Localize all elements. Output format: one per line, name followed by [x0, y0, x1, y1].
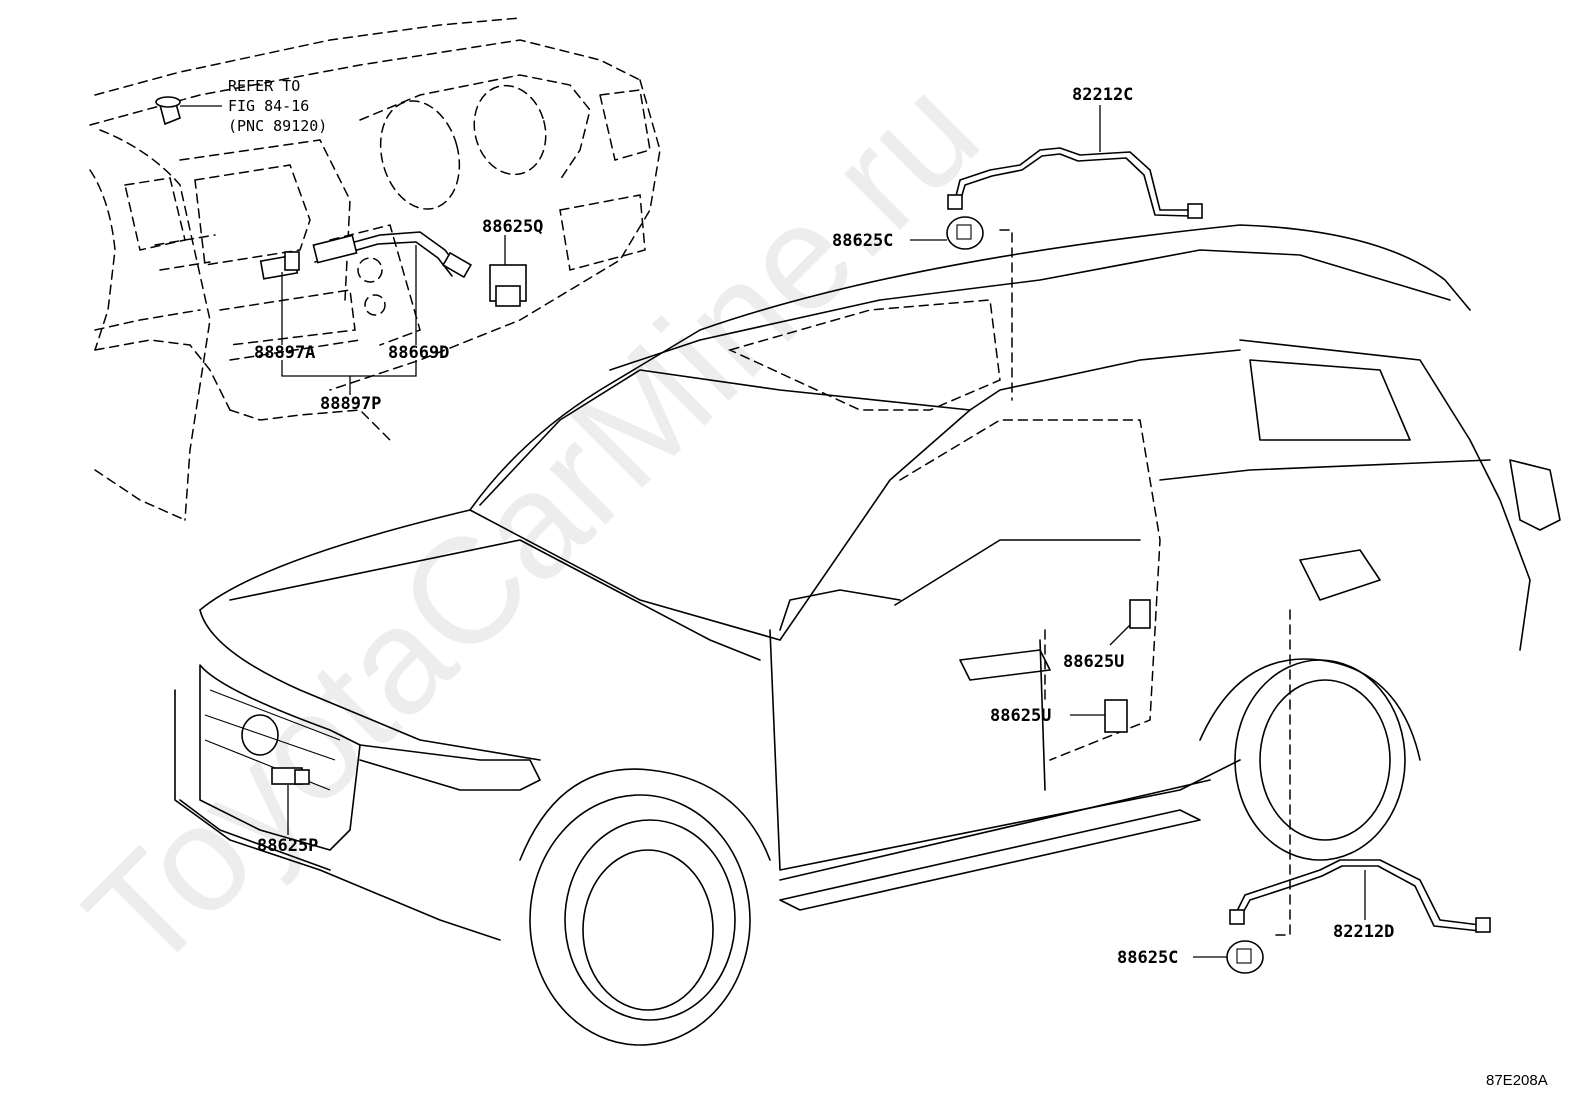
- wire-82212c: [947, 105, 1203, 219]
- label-88669d: 88669D: [388, 343, 449, 363]
- label-88897a: 88897A: [254, 343, 315, 363]
- label-88625u-upper: 88625U: [1063, 652, 1124, 672]
- sensor-88625p: [271, 767, 310, 835]
- sensor-88625c-top: [910, 216, 1013, 401]
- ref-note-line3: (PNC 89120): [228, 117, 327, 135]
- label-82212d: 82212D: [1333, 922, 1394, 942]
- wire-82212d: [1229, 609, 1491, 936]
- ref-note-line2: FIG 84-16: [228, 97, 309, 115]
- sensor-88625c-bottom: [1193, 940, 1264, 974]
- label-88625p: 88625P: [257, 836, 318, 856]
- dashboard-inset: [89, 17, 661, 521]
- ref-note-line1: REFER TO: [228, 77, 300, 95]
- label-88625c-top: 88625C: [832, 231, 893, 251]
- vehicle-outline: [174, 224, 1561, 1046]
- label-88897p: 88897P: [320, 394, 381, 414]
- label-88625u-lower: 88625U: [990, 706, 1051, 726]
- figure-code: 87E208A: [1486, 1072, 1548, 1089]
- label-82212c: 82212C: [1072, 85, 1133, 105]
- label-88625c-bottom: 88625C: [1117, 948, 1178, 968]
- label-88625q: 88625Q: [482, 217, 543, 237]
- sensor-88625u-pair: [1044, 599, 1151, 733]
